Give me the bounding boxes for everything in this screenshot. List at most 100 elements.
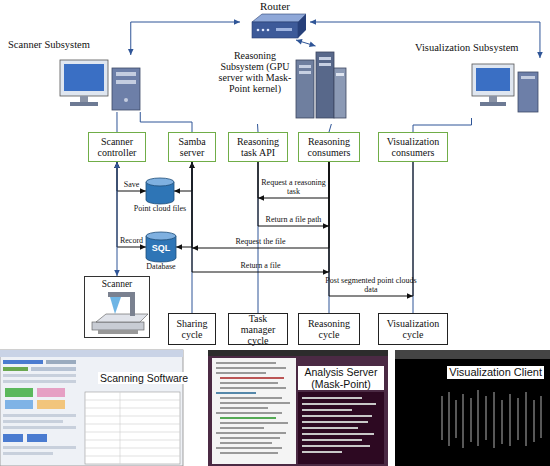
component-box: Visualization consumers xyxy=(378,132,448,162)
arrow-head xyxy=(537,52,543,58)
scanning-software-screenshot-part xyxy=(0,350,183,466)
connector-line xyxy=(131,22,240,55)
cycle-box: Visualization cycle xyxy=(378,313,448,345)
scanning-software-screenshot-part xyxy=(3,374,76,377)
node-text: Visualization consumers xyxy=(381,136,445,158)
scanning-software-screenshot-part xyxy=(85,448,180,449)
scanner-subsystem-computer-part xyxy=(116,72,136,76)
scanner-illustration-part xyxy=(98,330,138,334)
scanning-software-screenshot-part xyxy=(37,400,65,409)
analysis-server-screenshot-part xyxy=(216,372,266,374)
edge-label: Return a file path xyxy=(254,216,333,225)
visualization-client-screenshot xyxy=(395,350,550,466)
analysis-server-screenshot-part xyxy=(302,427,358,429)
visualization-client-screenshot-part-part xyxy=(442,396,443,440)
gpu-server-symbol-part xyxy=(319,57,331,60)
router-symbol-part xyxy=(267,29,270,32)
scanning-software-screenshot-part xyxy=(120,392,121,464)
scanner-subsystem-computer xyxy=(60,60,140,110)
visualization-client-screenshot-part-part xyxy=(510,394,511,446)
arrow-head xyxy=(234,19,240,25)
gpu-server-symbol-part xyxy=(316,52,334,118)
connector-line xyxy=(329,124,331,132)
node-text: SQL xyxy=(152,244,171,254)
edge-label: Request the file xyxy=(188,238,333,247)
edge-label: Post segmented point clouds data xyxy=(325,277,417,295)
arrow-head xyxy=(258,195,264,201)
router-icon: Router xyxy=(240,0,310,40)
scanning-software-screenshot-part xyxy=(3,414,76,417)
router-symbol-part xyxy=(262,29,265,32)
cylinder-top xyxy=(146,232,176,240)
connector xyxy=(257,124,258,132)
scanning-software-screenshot-part xyxy=(3,367,28,371)
arrow-head xyxy=(407,293,413,299)
edge-label: Record xyxy=(113,237,150,246)
scanning-software-screenshot-part xyxy=(3,452,53,455)
analysis-server-screenshot-part xyxy=(220,382,278,384)
scanner-subsystem-computer-part xyxy=(124,98,128,102)
analysis-server-screenshot-part xyxy=(302,439,362,441)
router-symbol xyxy=(252,14,306,38)
node-text: Analysis Server (Mask-Point) xyxy=(298,366,384,390)
router-symbol-part xyxy=(257,29,260,32)
server-icon: Reasoning Subsystem (GPU server with Mas… xyxy=(218,46,348,124)
visualization-client-screenshot-part-part xyxy=(486,396,487,440)
screenshot-panel: Scanning Software xyxy=(0,350,183,466)
analysis-server-screenshot-part xyxy=(220,397,282,399)
scanner-subsystem-computer-part xyxy=(60,60,108,96)
visualization-client-screenshot-part-part xyxy=(534,400,535,442)
scanning-software-screenshot-part xyxy=(85,456,180,457)
screenshot-panel: Visualization Client xyxy=(395,350,550,466)
node-text: Reasoning Subsystem (GPU server with Mas… xyxy=(218,50,292,94)
analysis-server-screenshot-part xyxy=(216,432,286,434)
scanning-software-screenshot-part xyxy=(5,388,33,397)
router-symbol-part xyxy=(298,14,306,38)
arrow-head xyxy=(309,42,316,47)
scanning-software-screenshot-part xyxy=(85,440,180,441)
connector xyxy=(413,118,472,132)
arrow-head xyxy=(176,244,182,250)
visualization-client-screenshot-part-part xyxy=(478,390,479,446)
node-text: Sharing cycle xyxy=(171,318,213,340)
analysis-server-screenshot-part xyxy=(220,402,290,404)
gpu-server-symbol-part xyxy=(299,65,311,68)
analysis-server-screenshot-part xyxy=(302,421,368,423)
scanning-software-screenshot-part xyxy=(3,446,76,449)
analysis-server-screenshot-part xyxy=(220,417,276,419)
arrow-head xyxy=(323,223,329,229)
connector-line xyxy=(116,112,117,132)
scanner-illustration-part xyxy=(92,322,144,330)
node-text: Samba server xyxy=(171,136,213,158)
node-text: Reasoning cycle xyxy=(301,318,357,340)
scanning-software-screenshot-part xyxy=(85,408,180,409)
scanner-subsystem-computer-part xyxy=(80,96,88,102)
connector xyxy=(114,162,146,194)
visualization-client-screenshot-part-part xyxy=(456,400,457,438)
visualization-client-screenshot-part-part xyxy=(463,394,464,448)
node-text: Visualization Subsystem xyxy=(415,42,519,54)
visualization-client-screenshot-part-part xyxy=(494,392,495,448)
arrow-head xyxy=(323,269,329,275)
scanning-software-screenshot-part xyxy=(85,392,180,464)
cycle-box: Task manager cycle xyxy=(228,313,288,345)
scanning-software-screenshot-part xyxy=(46,360,76,364)
screenshot-panel: Analysis Server (Mask-Point) xyxy=(208,350,388,466)
visualization-subsystem-computer-part xyxy=(518,72,538,112)
arrow-head xyxy=(114,162,120,168)
scanning-software-screenshot-part xyxy=(3,360,43,364)
scanner-subsystem-computer-part xyxy=(70,102,98,106)
analysis-server-screenshot xyxy=(208,350,388,466)
analysis-server-screenshot-part xyxy=(220,452,278,454)
connector-line xyxy=(413,118,472,132)
scanning-software-screenshot-part xyxy=(3,434,23,442)
scanner-illustration-part xyxy=(96,314,148,322)
arrow-head xyxy=(114,162,120,168)
connector xyxy=(310,19,543,58)
connector xyxy=(329,124,331,132)
cycle-box: Sharing cycle xyxy=(168,313,216,345)
cylinder-outline xyxy=(146,178,174,204)
connector-line xyxy=(140,112,192,132)
analysis-server-screenshot-part xyxy=(302,445,370,447)
gpu-server-symbol-part xyxy=(296,60,314,118)
